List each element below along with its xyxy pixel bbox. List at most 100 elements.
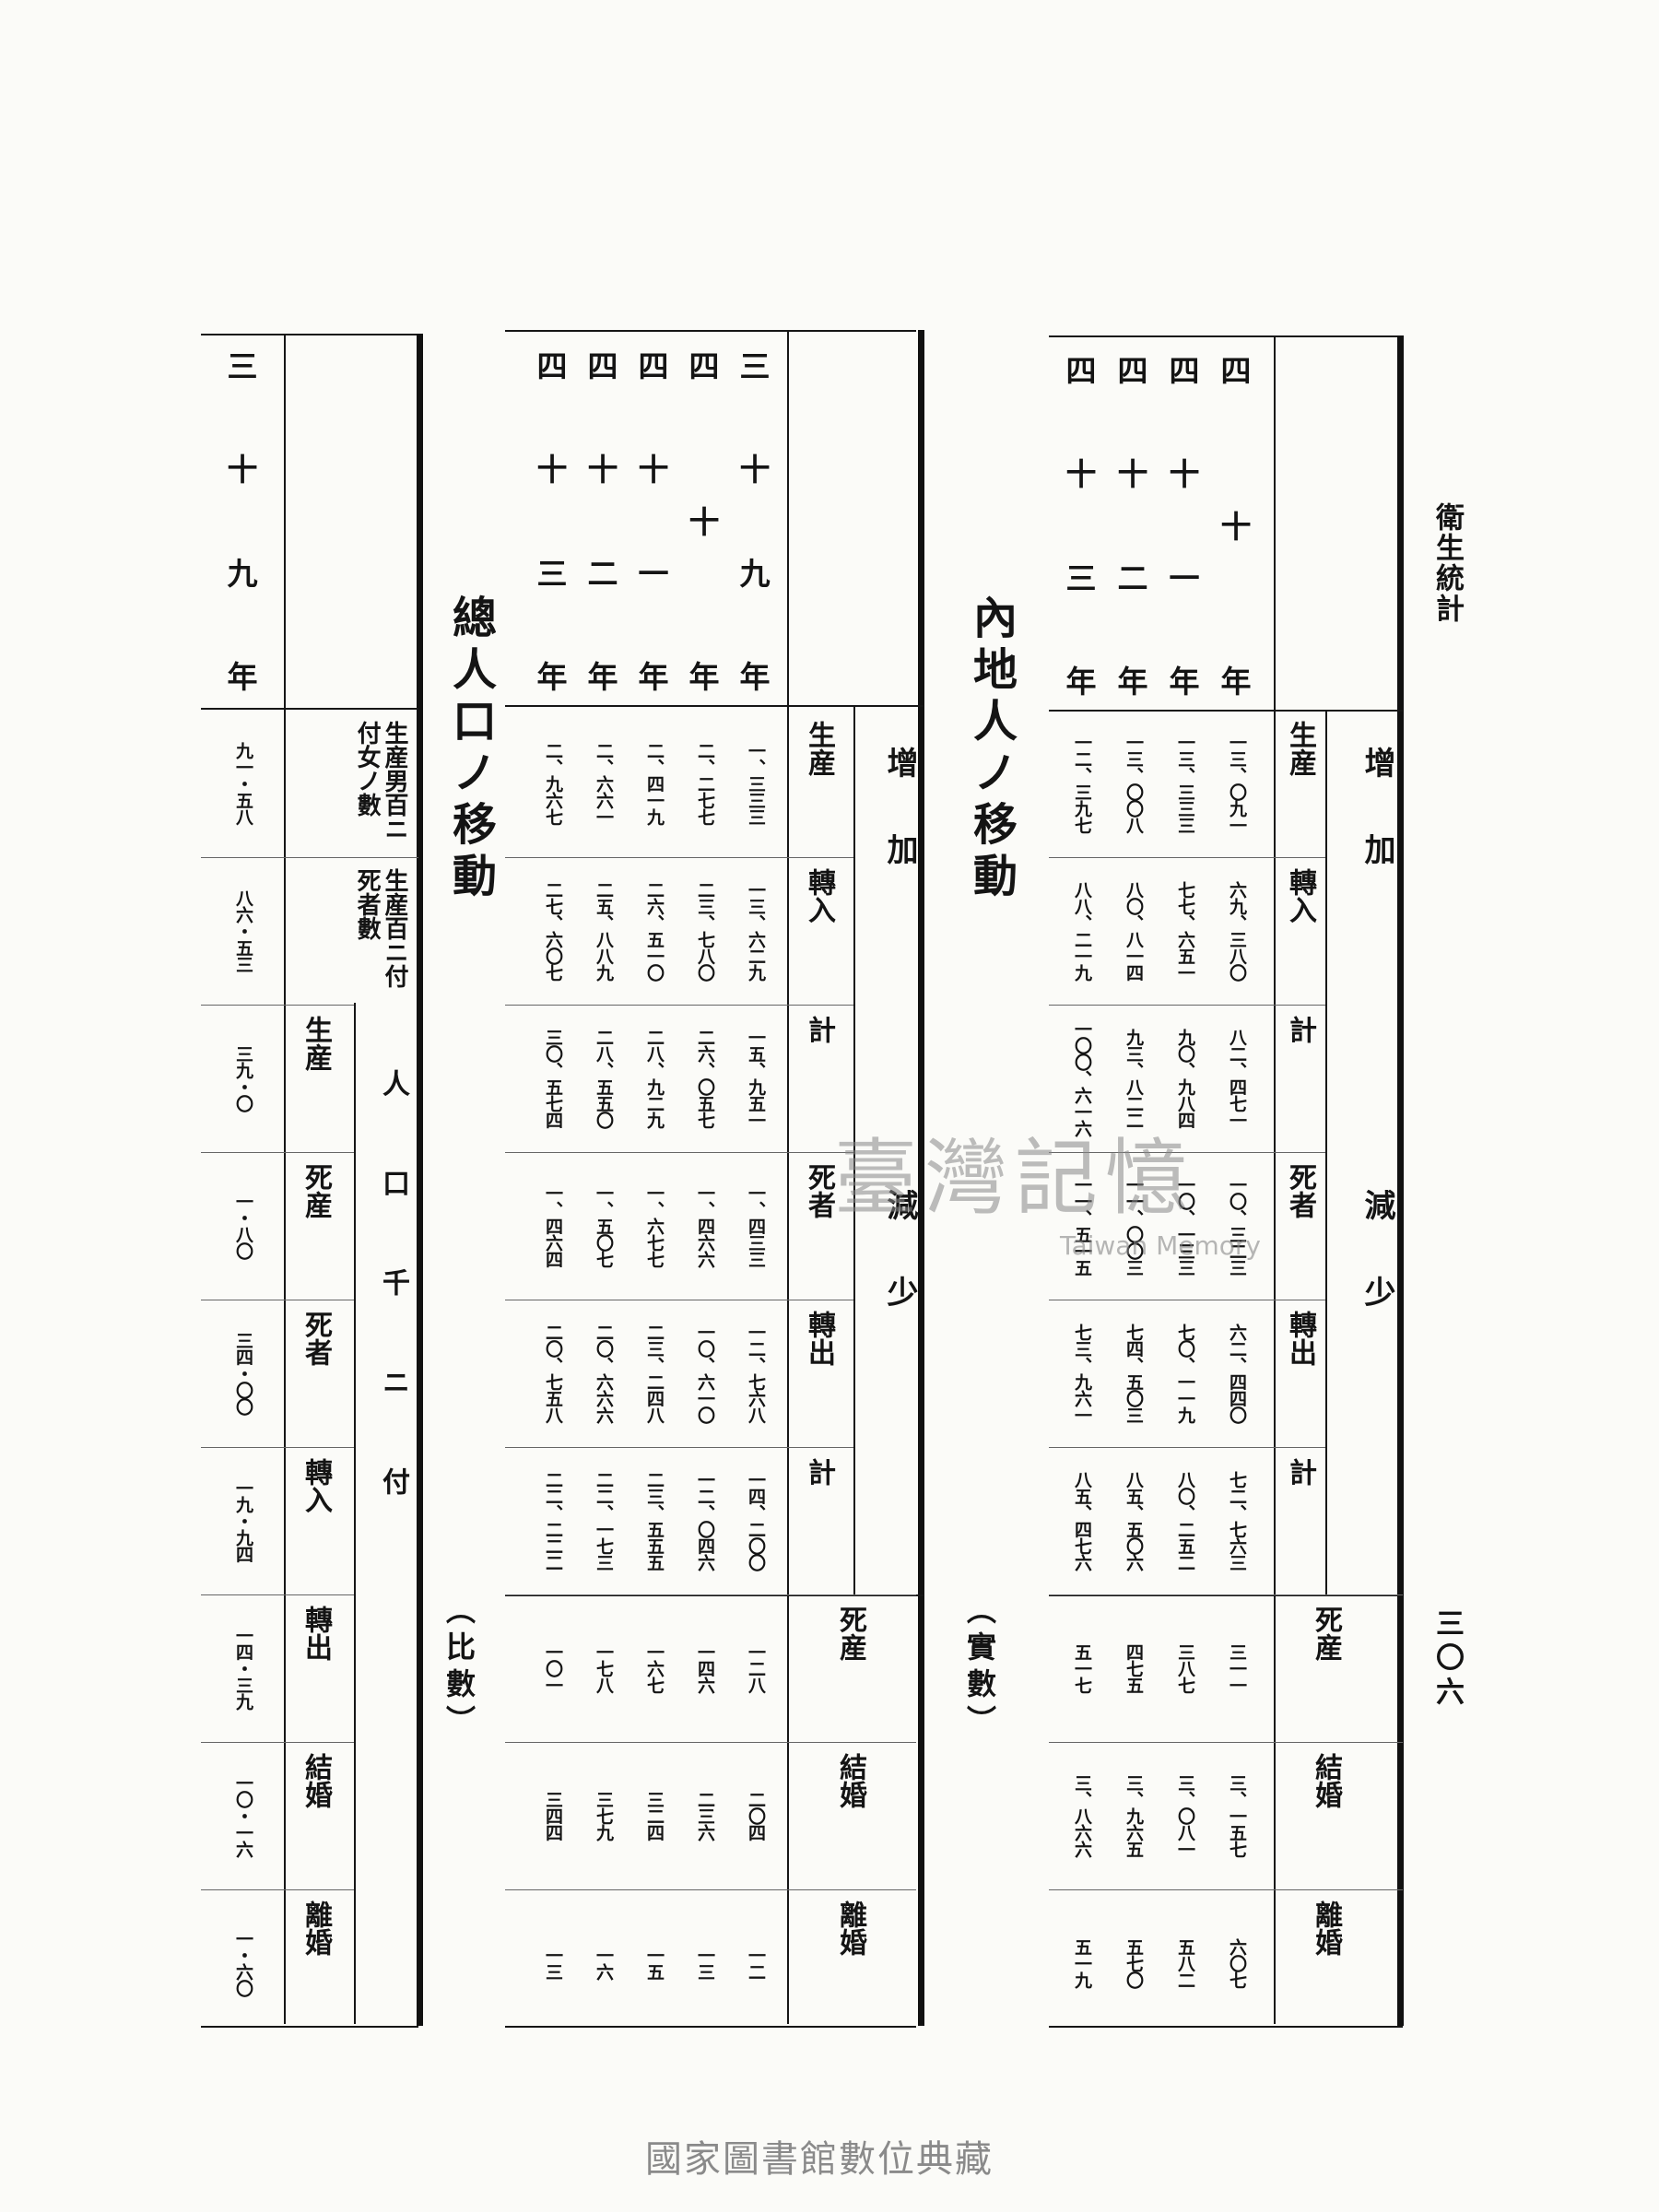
table-cell: 一七八 bbox=[594, 1643, 614, 1693]
table-cell: 二六、五一〇 bbox=[644, 881, 665, 981]
column-header: 死者 bbox=[1284, 1163, 1316, 1218]
table-cell: 八五、四七六 bbox=[1072, 1471, 1092, 1571]
footer-archive: 國家圖書館數位典藏 bbox=[645, 2138, 994, 2181]
table-cell: 一三 bbox=[543, 1947, 563, 1980]
column-header: 離婚 bbox=[300, 1900, 332, 1956]
row-divider bbox=[1049, 1742, 1403, 1743]
table-cell: 二三、五五五 bbox=[644, 1471, 665, 1571]
column-header: 轉出 bbox=[1284, 1311, 1316, 1366]
table-cell: 七三、九六一 bbox=[1072, 1324, 1092, 1423]
table-cell: 九三、八二二 bbox=[1124, 1029, 1144, 1128]
year-label: 四十二年 bbox=[1112, 355, 1148, 696]
table-cell: 一、四三三 bbox=[746, 1184, 766, 1267]
table-cell: 三、八六六 bbox=[1072, 1774, 1092, 1857]
column-header: 計 bbox=[803, 1458, 835, 1486]
table-cell: 二〇、六六六 bbox=[594, 1324, 614, 1423]
table-cell: 二三、二四八 bbox=[644, 1324, 665, 1423]
table-cell: 三、一五七 bbox=[1227, 1774, 1247, 1857]
table-cell: 一、三三三 bbox=[746, 742, 766, 825]
row-divider bbox=[201, 1152, 354, 1153]
table-title-total: 總人口ノ移動 bbox=[444, 594, 496, 904]
table-cell: 五八二 bbox=[1175, 1938, 1195, 1988]
table-cell: 二七、六〇七 bbox=[543, 881, 563, 981]
table-cell: 一・八〇 bbox=[233, 1193, 253, 1259]
row-divider bbox=[505, 1447, 853, 1448]
table-cell: 三、〇八一 bbox=[1175, 1774, 1195, 1857]
column-header: 死者 bbox=[300, 1311, 332, 1366]
column-header: 生産百ニ付死者數 bbox=[353, 868, 408, 988]
row-divider bbox=[201, 857, 418, 858]
column-header: 轉出 bbox=[300, 1606, 332, 1661]
table-cell: 二三、七八〇 bbox=[695, 881, 715, 981]
column-header: 轉入 bbox=[803, 868, 835, 924]
table-cell: 九一・五八 bbox=[233, 742, 253, 825]
table-cell: 五七〇 bbox=[1124, 1938, 1144, 1988]
table-cell: 一五 bbox=[644, 1947, 665, 1980]
column-header: 生産 bbox=[1284, 721, 1316, 776]
table-cell: 一六 bbox=[594, 1947, 614, 1980]
row-divider bbox=[1049, 1889, 1403, 1890]
table-cell: 二六、〇五七 bbox=[695, 1029, 715, 1128]
table-cell: 三九・〇 bbox=[233, 1045, 253, 1112]
table-cell: 八〇、八一四 bbox=[1124, 881, 1144, 981]
row-divider bbox=[1049, 1447, 1325, 1448]
year-label: 四十三年 bbox=[532, 350, 568, 691]
table-cell: 一〇、一三三 bbox=[1175, 1176, 1195, 1276]
table-cell: 二、二七七 bbox=[695, 742, 715, 825]
column-header: 結婚 bbox=[1310, 1753, 1342, 1808]
row-divider bbox=[505, 1594, 916, 1595]
table-cell: 三八七 bbox=[1175, 1643, 1195, 1693]
table-cell: 七七、六五一 bbox=[1175, 881, 1195, 981]
watermark-logo: 臺灣記憶 bbox=[834, 1130, 1195, 1227]
table-cell: 二二、二二二 bbox=[543, 1471, 563, 1571]
column-header: 死産 bbox=[1310, 1606, 1342, 1661]
table-cell: 三二四 bbox=[644, 1791, 665, 1841]
table-cell: 三七九 bbox=[594, 1791, 614, 1841]
column-header: 生産 bbox=[300, 1016, 332, 1071]
year-label: 四十二年 bbox=[582, 350, 618, 691]
table-cell: 四七五 bbox=[1124, 1643, 1144, 1693]
row-divider bbox=[505, 1152, 853, 1153]
row-divider bbox=[505, 857, 853, 858]
table3-caption: 人口千ニ付 bbox=[377, 1069, 409, 1567]
table-cell: 一・六〇 bbox=[233, 1930, 253, 1996]
row-divider bbox=[505, 1889, 916, 1890]
table-cell: 二二、一七三 bbox=[594, 1471, 614, 1571]
table-cell: 一〇、三二三 bbox=[1227, 1176, 1247, 1276]
column-header: 離婚 bbox=[834, 1900, 866, 1956]
year-label: 四十三年 bbox=[1061, 355, 1097, 696]
table-cell: 一、五〇七 bbox=[594, 1184, 614, 1267]
column-header: 計 bbox=[1284, 1458, 1316, 1486]
table-cell: 一九・九四 bbox=[233, 1479, 253, 1562]
table-cell: 三四四 bbox=[543, 1791, 563, 1841]
table-cell: 一四六 bbox=[695, 1643, 715, 1693]
column-header: 結婚 bbox=[300, 1753, 332, 1808]
year-label: 四十一年 bbox=[1164, 355, 1200, 696]
year-label: 四十年 bbox=[1216, 355, 1252, 696]
table-title-inland: 內地人ノ移動 bbox=[965, 594, 1017, 904]
row-divider bbox=[1049, 1594, 1403, 1595]
table-cell: 一一、五一五 bbox=[1072, 1176, 1092, 1276]
column-header: 結婚 bbox=[834, 1753, 866, 1808]
group-decrease-total: 減少 bbox=[881, 1189, 918, 1362]
table-cell: 九〇、九八四 bbox=[1175, 1029, 1195, 1128]
table-cell: 七二、七六三 bbox=[1227, 1471, 1247, 1571]
column-header: 離婚 bbox=[1310, 1900, 1342, 1956]
table-cell: 八二、四七一 bbox=[1227, 1029, 1247, 1128]
table-cell: 二、四一九 bbox=[644, 742, 665, 825]
section-header: 衛生統計 bbox=[1430, 502, 1464, 624]
column-header: 轉入 bbox=[300, 1458, 332, 1513]
table-cell: 二、六六一 bbox=[594, 742, 614, 825]
table-cell: 一五、九五一 bbox=[746, 1029, 766, 1128]
table-cell: 五一七 bbox=[1072, 1643, 1092, 1693]
table-cell: 二〇四 bbox=[746, 1791, 766, 1841]
table-cell: 二三六 bbox=[695, 1791, 715, 1841]
table-cell: 一二 bbox=[746, 1947, 766, 1980]
table-cell: 八〇、二五二 bbox=[1175, 1471, 1195, 1571]
row-divider bbox=[1049, 1152, 1325, 1153]
table-cell: 六〇七 bbox=[1227, 1938, 1247, 1988]
row-divider bbox=[505, 1005, 853, 1006]
table-cell: 一三、〇〇八 bbox=[1124, 734, 1144, 833]
page-number: 三〇六 bbox=[1430, 1608, 1464, 1711]
row-divider bbox=[505, 1742, 916, 1743]
